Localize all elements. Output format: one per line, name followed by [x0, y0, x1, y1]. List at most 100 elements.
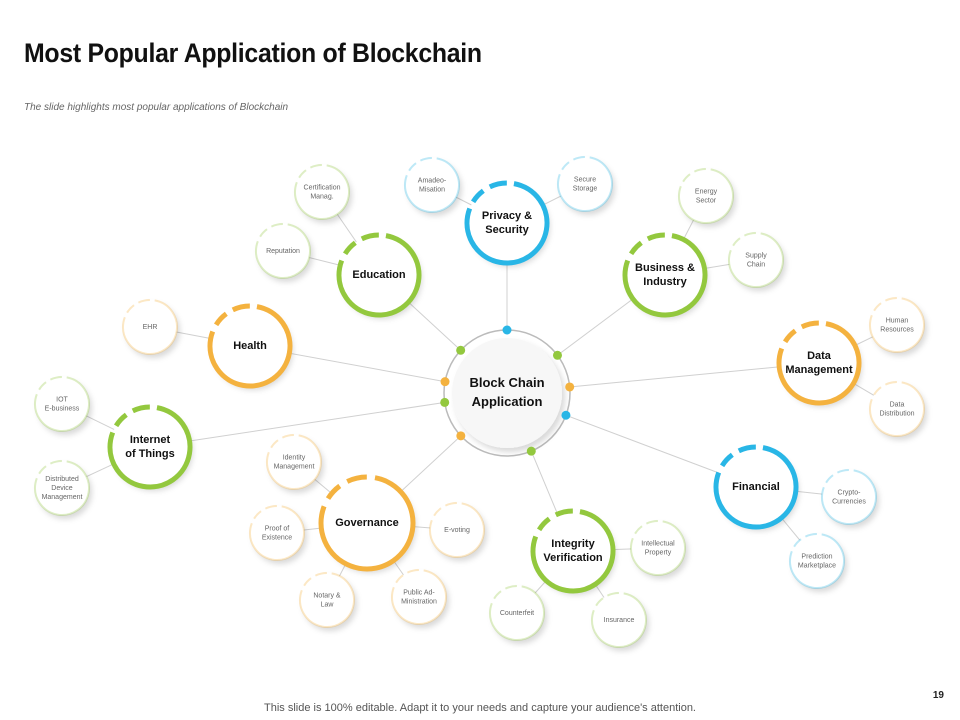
node-background	[35, 377, 89, 431]
node-background	[870, 382, 924, 436]
sub-node-label: Resources	[880, 326, 914, 333]
main-node: Internet of Things	[107, 404, 193, 490]
node-ring	[34, 460, 90, 516]
node-background	[210, 306, 290, 386]
node-background	[110, 407, 190, 487]
node-background	[295, 165, 349, 219]
sub-node-label: Chain	[747, 261, 765, 268]
branch-data-management: HumanResourcesDataDistributionDataManage…	[776, 297, 925, 437]
center-node-label: Block Chain	[469, 375, 544, 390]
node-background	[300, 573, 354, 627]
sub-node-label: Certification	[304, 184, 341, 191]
node-background	[592, 593, 646, 647]
node-ring	[249, 505, 305, 561]
connector-dot	[561, 410, 571, 420]
node-ring	[530, 508, 616, 594]
node-ring	[299, 572, 355, 628]
sub-node-label: Storage	[573, 185, 598, 192]
sub-node-label: Manag.	[310, 193, 333, 200]
sub-node-label: Intellectual	[641, 540, 675, 547]
node-ring	[429, 502, 485, 558]
connector-dot	[502, 325, 512, 335]
main-node-label: Health	[233, 340, 267, 352]
connector-dot	[456, 431, 466, 441]
sub-node-label: Device	[51, 485, 73, 492]
main-node: Business &Industry	[622, 232, 708, 318]
node-ring	[107, 404, 193, 490]
sub-node-label: Property	[645, 549, 672, 556]
sub-node-label: Amadeo-	[418, 177, 447, 184]
node-background	[321, 477, 413, 569]
node-ring	[122, 299, 178, 355]
sub-node-label: Human	[886, 317, 909, 324]
node-ring	[336, 232, 422, 318]
main-node-label: Privacy &	[482, 210, 532, 222]
node-ring	[789, 533, 845, 589]
node-ring	[294, 164, 350, 220]
sub-node: Reputation	[255, 223, 311, 279]
sub-node-label: Secure	[574, 176, 596, 183]
node-background	[339, 235, 419, 315]
connector-dot	[565, 382, 575, 392]
sub-node-label: Management	[42, 494, 83, 501]
slide-subtitle: The slide highlights most popular applic…	[24, 102, 289, 113]
sub-node-label: Crypto-	[838, 489, 862, 496]
slide-title: Most Popular Application of Blockchain	[24, 38, 482, 68]
node-background	[870, 298, 924, 352]
main-node-label: Verification	[543, 552, 603, 564]
main-node-label: Financial	[732, 481, 780, 493]
node-background	[790, 534, 844, 588]
main-node-label: of Things	[125, 448, 175, 460]
branch-health: EHR Health	[122, 299, 293, 389]
sub-node-label: Sector	[696, 197, 717, 204]
sub-node: Public Ad- Ministration	[391, 569, 447, 625]
main-node-label: Integrity	[551, 538, 595, 550]
node-ring	[713, 444, 799, 530]
node-ring	[207, 303, 293, 389]
sub-node-label: Ministration	[401, 598, 437, 605]
main-node: Education	[336, 232, 422, 318]
sub-node-label: Notary &	[313, 592, 341, 599]
branch-integrity-verification: IntellectualPropertyCounterfeitInsurance…	[489, 508, 686, 648]
node-background	[558, 157, 612, 211]
node-ring	[404, 157, 460, 214]
sub-node-label: Law	[321, 601, 335, 608]
main-node-label: Governance	[335, 517, 399, 529]
sub-node-label: Misation	[419, 186, 445, 193]
sub-node-label: Public Ad-	[403, 589, 435, 596]
main-node-label: Internet	[130, 434, 171, 446]
sub-node: Counterfeit	[489, 585, 545, 641]
sub-node: EHR	[122, 299, 178, 355]
connector-dot	[440, 377, 450, 387]
node-background	[250, 506, 304, 560]
branch-internet-of-things: IOTE-businessDistributedDeviceManagement…	[34, 376, 193, 516]
sub-node: E-voting	[429, 502, 485, 558]
node-background	[779, 323, 859, 403]
sub-node-label: Management	[274, 463, 315, 470]
sub-node-label: Distribution	[879, 410, 914, 417]
node-background	[267, 435, 321, 489]
main-node-label: Security	[485, 224, 529, 236]
sub-node-label: Energy	[695, 188, 718, 195]
node-background	[392, 570, 446, 624]
node-background	[467, 183, 547, 263]
sub-node-label: IOT	[56, 396, 68, 403]
page-number: 19	[932, 690, 944, 701]
node-ring	[391, 569, 447, 625]
node-background	[256, 224, 310, 278]
node-background	[430, 503, 484, 557]
